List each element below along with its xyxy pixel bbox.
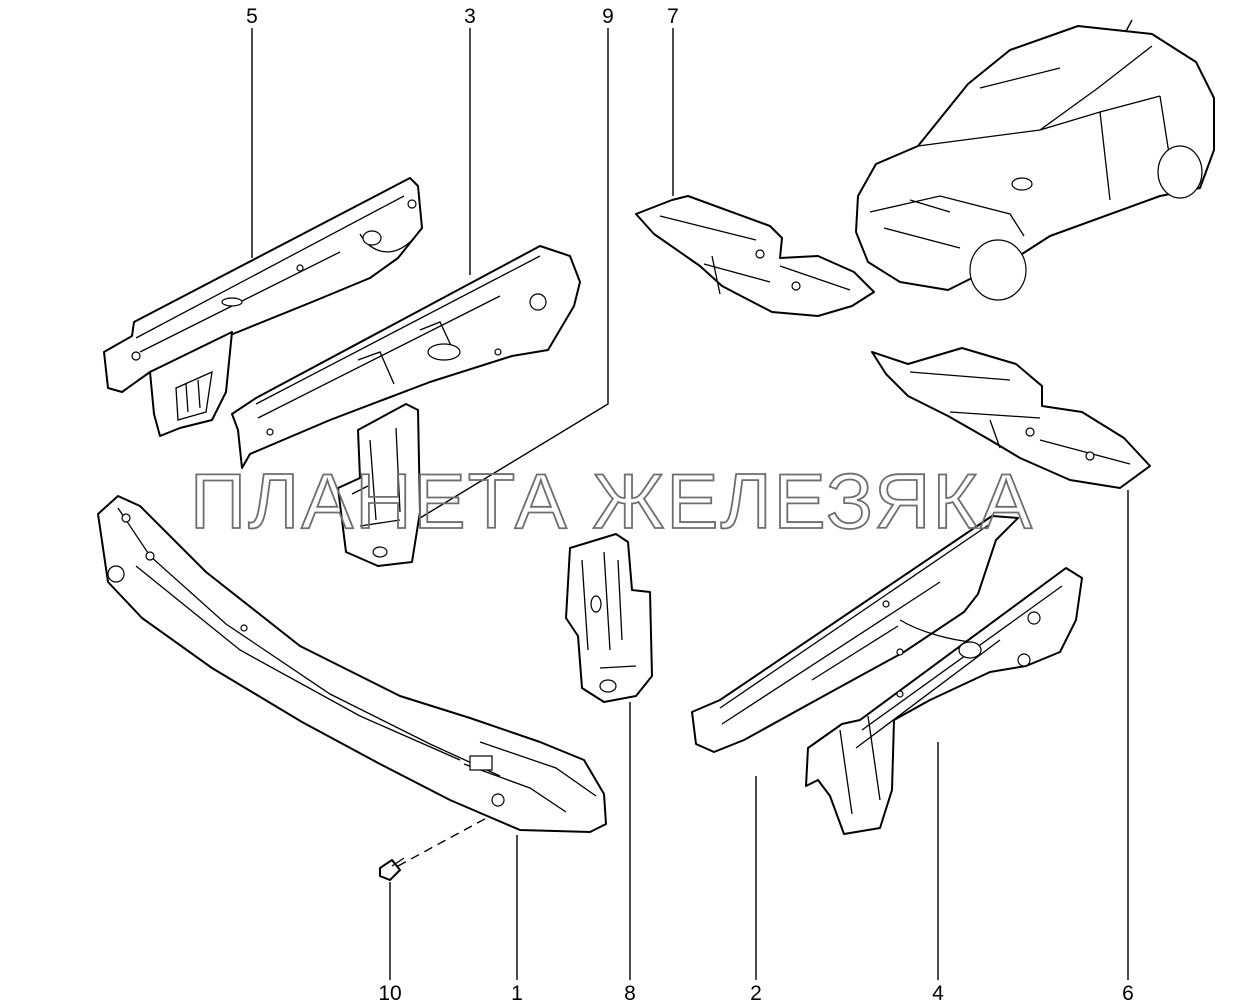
part-1-cross-member xyxy=(97,495,607,833)
callout-5: 5 xyxy=(246,5,258,28)
watermark-text: ПЛАНЕТА ЖЕЛЕЗЯКА xyxy=(190,457,1034,545)
hole-3a xyxy=(427,343,461,361)
hole-3d xyxy=(494,348,502,356)
callout-3: 3 xyxy=(464,5,476,28)
callout-6: 6 xyxy=(1122,982,1134,1005)
car-mirror xyxy=(1011,177,1033,191)
callout-labels: 5 3 9 7 1 8 2 4 6 10 xyxy=(246,5,1134,1005)
hole-9a xyxy=(372,546,388,558)
bracket-1a xyxy=(469,755,493,771)
hole-1b xyxy=(107,565,125,583)
part-4-side-member xyxy=(805,567,1083,835)
hole-2a xyxy=(882,600,890,608)
hole-1e xyxy=(491,793,505,807)
hole-1a xyxy=(121,513,131,523)
hole-8b xyxy=(590,595,602,613)
car-reference-thumbnail xyxy=(855,25,1215,301)
callout-8: 8 xyxy=(624,982,636,1005)
hole-5b xyxy=(221,297,243,307)
hole-1d xyxy=(240,624,248,632)
part-3-inner-rail xyxy=(231,245,581,469)
hole-7a xyxy=(755,249,765,259)
part-10-bolt xyxy=(379,857,405,881)
callout-7: 7 xyxy=(667,5,679,28)
part-7-reinforcement xyxy=(635,195,875,317)
hole-3b xyxy=(529,293,547,311)
hole-4b xyxy=(1027,611,1041,625)
bolt-axis-dashed xyxy=(397,807,506,867)
hole-4c xyxy=(896,690,904,698)
leader-9 xyxy=(419,28,609,519)
part-8-bracket xyxy=(565,533,653,703)
hole-5a xyxy=(362,230,382,246)
hole-4a xyxy=(958,641,982,659)
car-front-wheel xyxy=(969,239,1027,301)
hole-1c xyxy=(145,551,155,561)
part-2-inner-rail xyxy=(691,515,1019,753)
callout-9: 9 xyxy=(602,5,614,28)
part-9-bracket xyxy=(337,403,421,567)
hole-5d xyxy=(296,264,304,272)
hole-8a xyxy=(599,679,617,693)
part-5-side-member xyxy=(103,177,423,437)
hole-5c xyxy=(131,351,141,361)
hole-3c xyxy=(266,428,274,436)
callout-4: 4 xyxy=(932,982,944,1005)
callout-1: 1 xyxy=(511,982,523,1005)
hole-5e xyxy=(407,199,417,209)
part-6-reinforcement xyxy=(871,347,1151,489)
hole-6a xyxy=(1025,427,1035,437)
hole-7b xyxy=(791,281,801,291)
callout-2: 2 xyxy=(750,982,762,1005)
hole-6b xyxy=(1085,451,1095,461)
hole-4d xyxy=(1017,653,1031,667)
callout-10: 10 xyxy=(378,982,401,1005)
hole-2b xyxy=(896,648,904,656)
car-rear-wheel xyxy=(1157,145,1203,199)
leader-lines xyxy=(251,19,1133,980)
